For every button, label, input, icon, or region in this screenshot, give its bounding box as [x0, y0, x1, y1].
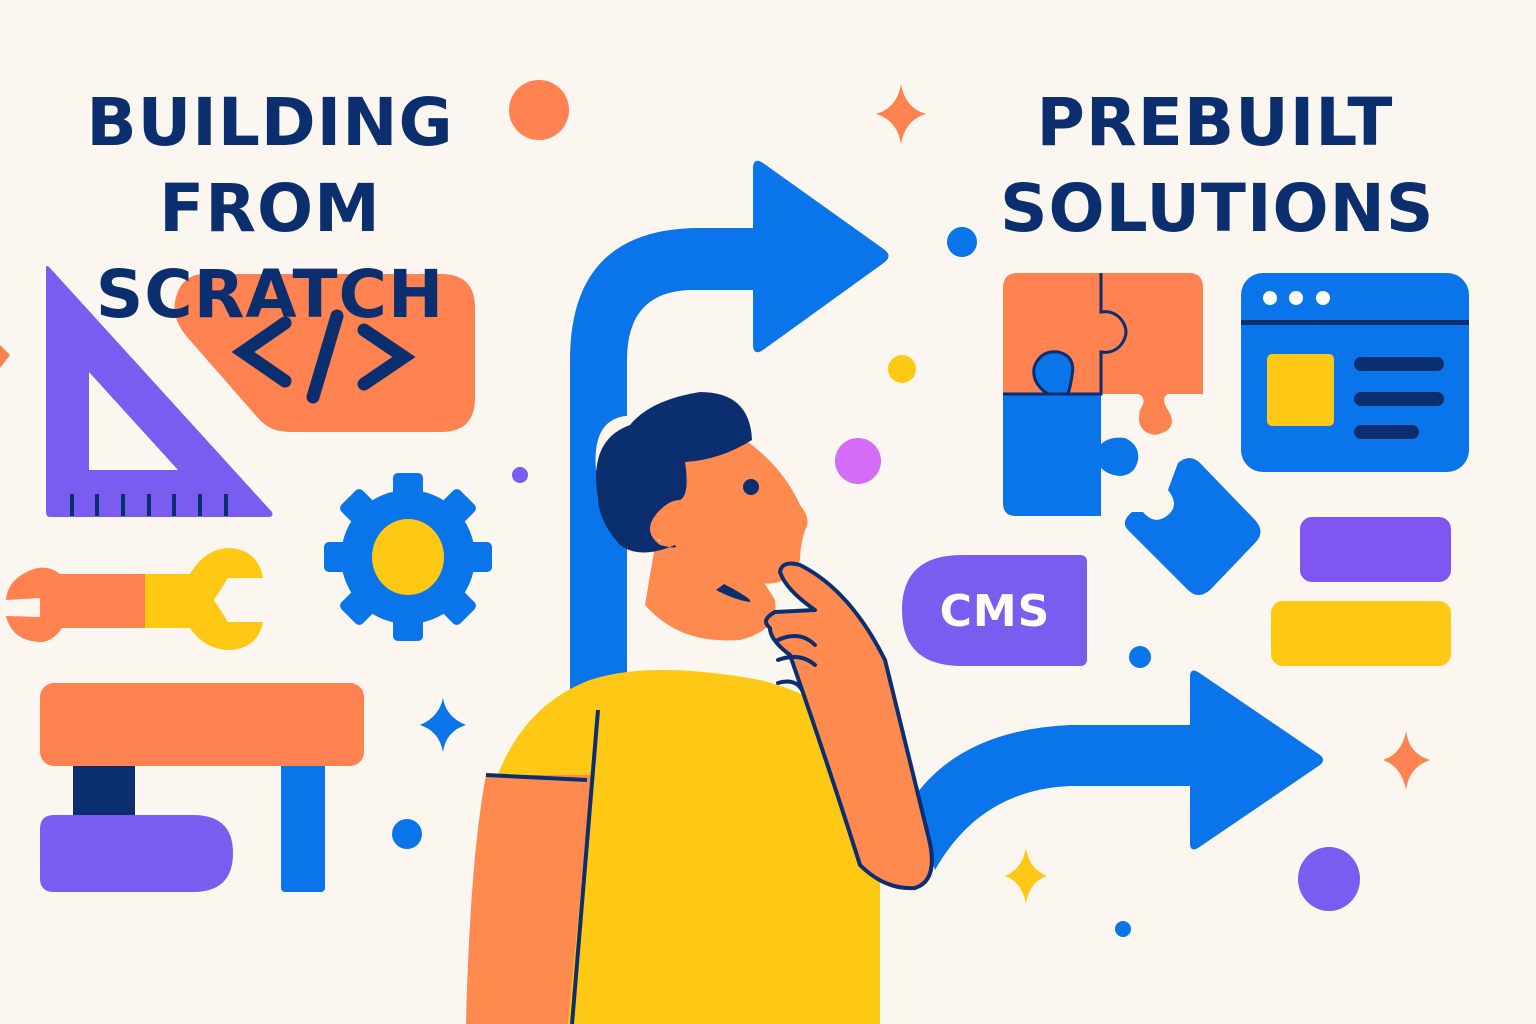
orange-sparkle-icon — [876, 84, 926, 144]
cms-badge-label: CMS — [939, 585, 1051, 637]
small-purple-dot — [512, 467, 528, 483]
set-square-ruler-icon — [46, 266, 273, 517]
purple-dot-large — [1298, 847, 1360, 911]
cms-badge — [902, 555, 1087, 666]
building-from-scratch-title: BUILDING FROM SCRATCH — [0, 80, 540, 338]
thinking-person — [466, 386, 934, 1024]
blue-dot-small — [392, 819, 422, 849]
orange-partial-shape — [0, 345, 10, 368]
prebuilt-solutions-title: PREBUILT SOLUTIONS — [1000, 80, 1435, 252]
pink-dot — [835, 438, 881, 484]
orange-sparkle-right-icon — [1383, 731, 1430, 790]
title-line-2: FROM SCRATCH — [95, 170, 445, 333]
stacked-blocks-icon — [1271, 517, 1451, 666]
blue-dot-right — [1129, 646, 1151, 668]
yellow-dot — [888, 355, 916, 383]
blue-sparkle-icon — [420, 698, 466, 752]
arrow-up-right-icon — [570, 160, 889, 700]
puzzle-pieces-icon — [1003, 273, 1261, 595]
building-blocks-icon — [40, 683, 364, 892]
yellow-sparkle-icon — [1005, 848, 1047, 904]
blue-dot — [947, 227, 977, 257]
gear-icon — [324, 473, 492, 641]
wrench-icon — [6, 548, 263, 650]
code-tag-icon — [174, 274, 476, 432]
decorations — [0, 80, 1430, 937]
blue-dot-bottom — [1115, 921, 1131, 937]
title-line-1: PREBUILT — [1036, 84, 1394, 161]
orange-dot — [509, 80, 569, 140]
browser-window-icon — [1241, 273, 1469, 472]
arrow-right-icon — [912, 670, 1323, 870]
title-line-1: BUILDING — [86, 84, 454, 161]
title-line-2: SOLUTIONS — [1000, 170, 1435, 247]
